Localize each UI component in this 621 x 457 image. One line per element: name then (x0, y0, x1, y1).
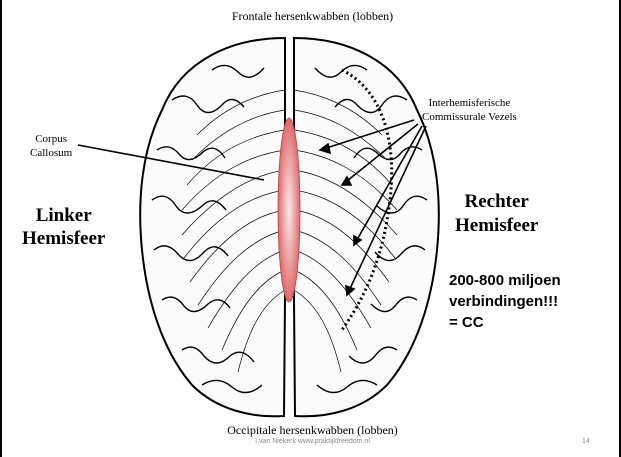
frontal-lobes-title: Frontale hersenkwabben (lobben) (2, 10, 621, 24)
commissural-fibers-label: Interhemisferische Commissurale Vezels (422, 96, 517, 125)
left-hemisphere-label: Linker Hemisfeer (22, 205, 105, 251)
corpus-callosum-line-2: Callosum (30, 147, 72, 161)
commissural-fibers-line-2: Commissurale Vezels (422, 110, 517, 124)
corpus-callosum-shape (278, 118, 300, 302)
left-hemisphere-line-2: Hemisfeer (22, 228, 105, 251)
right-hemisphere-line-2: Hemisfeer (455, 214, 538, 238)
connections-line-2: verbindingen!!! (449, 291, 561, 312)
footer-credit: I van Niekerk www.praktijkfreedom.nl (2, 438, 621, 446)
corpus-callosum-label: Corpus Callosum (30, 133, 72, 161)
occipital-lobes-title: Occipitale hersenkwabben (lobben) (2, 424, 621, 438)
left-hemisphere-line-1: Linker (22, 205, 105, 228)
right-hemisphere-line-1: Rechter (455, 190, 538, 214)
page-number: 14 (582, 438, 590, 446)
corpus-callosum-line-1: Corpus (30, 133, 72, 147)
connections-line-1: 200-800 miljoen (449, 270, 561, 291)
connections-line-3: = CC (449, 312, 561, 333)
right-hemisphere-label: Rechter Hemisfeer (455, 190, 538, 238)
connections-note: 200-800 miljoen verbindingen!!! = CC (449, 270, 561, 333)
commissural-fibers-line-1: Interhemisferische (422, 96, 517, 110)
